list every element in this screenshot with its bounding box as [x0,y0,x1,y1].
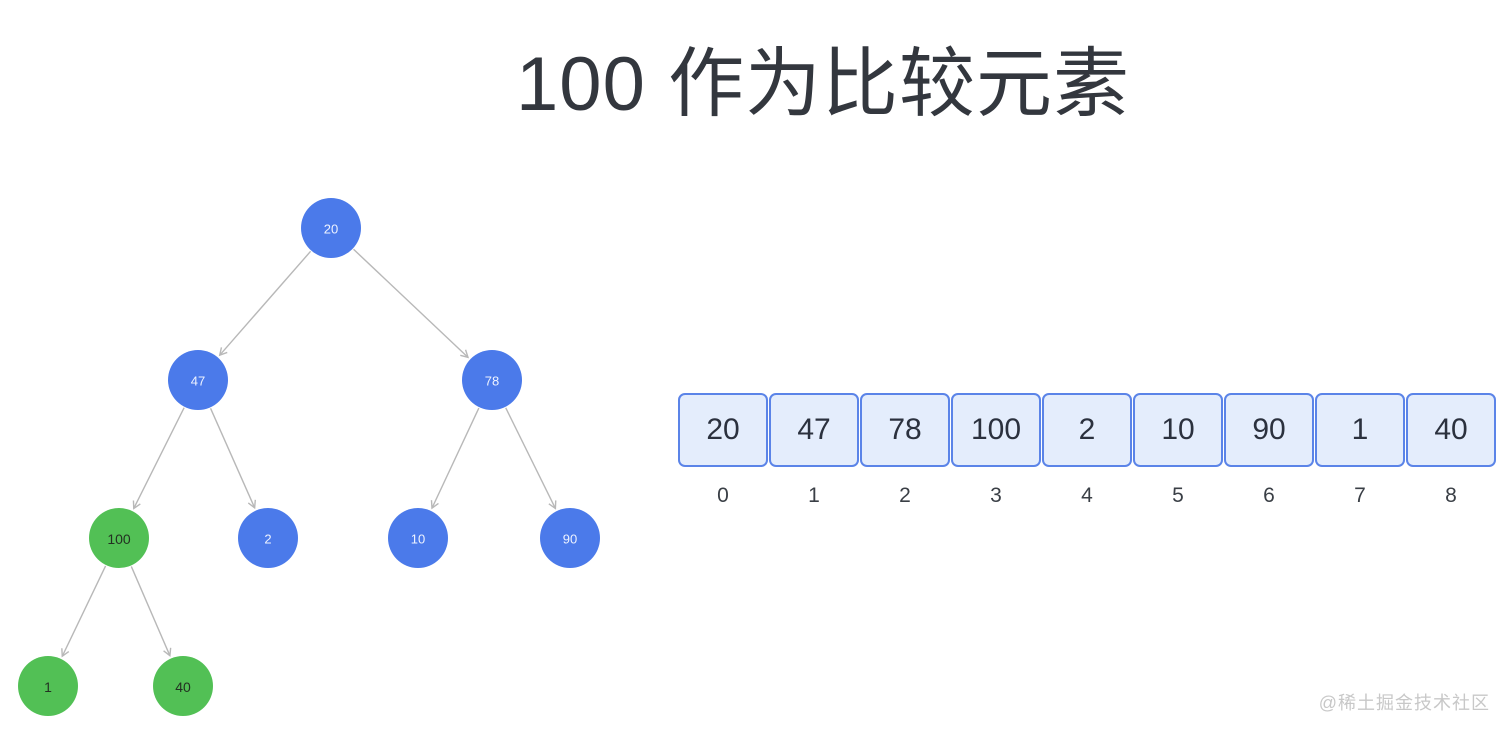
tree-node-2: 2 [238,508,298,568]
array-index-5: 5 [1172,484,1184,507]
array-cell-3: 100 [951,393,1041,467]
array-index-0: 0 [717,484,729,507]
watermark: @稀土掘金技术社区 [1318,693,1490,713]
tree-node-circle-47 [168,350,228,410]
array-index-7: 7 [1354,484,1366,507]
array-indices: 0 1 2 3 4 5 6 7 8 [678,484,1496,508]
array-cell-7: 1 [1315,393,1405,467]
tree-node-47: 47 [168,350,228,410]
array-cell-1: 47 [769,393,859,467]
tree-node-circle-78 [462,350,522,410]
tree-edge-78-90 [505,407,557,510]
tree-edge-20-47 [218,250,312,357]
tree-node-circle-1 [18,656,78,716]
tree-node-label-78: 78 [485,374,499,389]
tree-edge-47-2 [209,408,257,510]
tree-node-label-100: 100 [107,531,131,547]
tree-node-100: 100 [89,508,149,568]
tree-node-label-2: 2 [264,532,271,547]
array-index-6: 6 [1263,484,1275,507]
tree-node-circle-100 [89,508,149,568]
tree-node-1: 1 [18,656,78,716]
tree-node-circle-2 [238,508,298,568]
tree-node-label-10: 10 [411,532,425,547]
array-index-2: 2 [899,484,911,507]
tree-edge-20-78 [353,248,470,359]
tree-edge-100-40 [130,566,172,658]
array-index-4: 4 [1081,484,1093,507]
array-index-8: 8 [1445,484,1457,507]
tree-node-label-40: 40 [175,679,191,695]
tree-node-label-1: 1 [44,679,52,695]
tree-node-40: 40 [153,656,213,716]
tree-edge-78-10 [430,407,480,510]
tree-node-circle-40 [153,656,213,716]
tree-node-10: 10 [388,508,448,568]
array-cell-5: 10 [1133,393,1223,467]
tree-edge-47-100 [132,407,185,510]
array-cell-0: 20 [678,393,768,467]
array-cell-8: 40 [1406,393,1496,467]
tree-node-78: 78 [462,350,522,410]
tree-node-90: 90 [540,508,600,568]
tree-node-circle-10 [388,508,448,568]
tree-node-label-47: 47 [191,374,205,389]
array-cell-6: 90 [1224,393,1314,467]
tree-node-label-20: 20 [324,222,338,237]
tree-node-circle-90 [540,508,600,568]
array-index-3: 3 [990,484,1002,507]
array-cell-4: 2 [1042,393,1132,467]
array-index-1: 1 [808,484,820,507]
array-cell-2: 78 [860,393,950,467]
tree-node-circle-20 [301,198,361,258]
tree-node-label-90: 90 [563,532,577,547]
tree-node-20: 20 [301,198,361,258]
page-title: 100 作为比较元素 [516,42,1130,127]
tree-edge-100-1 [61,565,107,658]
